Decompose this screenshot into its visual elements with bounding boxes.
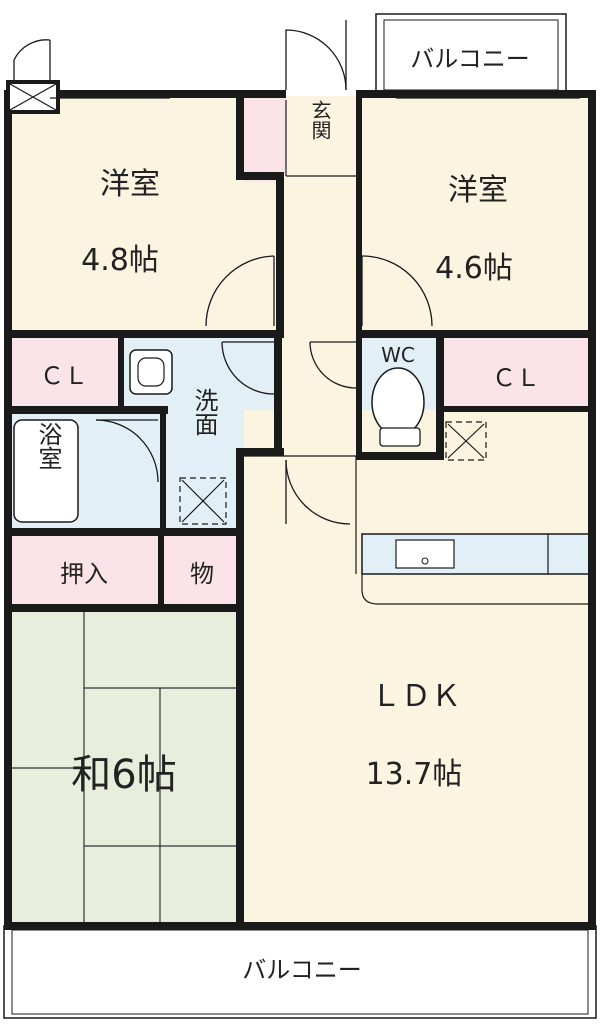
ldk-size: 13.7帖 (366, 757, 463, 792)
washroom-label: 洗面 (190, 388, 218, 436)
balcony-bottom-label: バルコニー (242, 956, 362, 984)
western-room-right-name: 洋室 (448, 173, 508, 208)
kitchen-sink-icon (395, 539, 455, 569)
entrance-label: 玄関 (308, 100, 332, 140)
closet-left-label: ＣＬ (40, 362, 88, 390)
ldk-name: ＬＤＫ (371, 679, 461, 714)
door-swing-icon (13, 20, 433, 525)
kitchen-counter (361, 533, 593, 605)
japanese-room-label: 和6帖 (71, 752, 176, 798)
entrance-floor (286, 96, 356, 176)
western-room-left (8, 96, 276, 334)
toilet-label: WC (381, 343, 415, 367)
japanese-room (8, 610, 240, 924)
ventilation-fan-icon (179, 421, 487, 525)
window-icon (14, 97, 580, 925)
toilet-icon (371, 367, 425, 447)
closet-left (8, 338, 120, 408)
bathtub-icon (13, 419, 79, 523)
western-room-left-size: 4.8帖 (81, 243, 159, 278)
balcony-top-label: バルコニー (410, 45, 530, 73)
oshiire (8, 536, 162, 606)
bathroom-label: 浴室 (34, 422, 62, 470)
balcony-top: バルコニー (375, 13, 567, 93)
ldk (244, 410, 592, 924)
western-room-left-name: 洋室 (100, 167, 160, 202)
tatami-grid (8, 610, 240, 924)
partitions (244, 100, 357, 574)
washbasin-icon (129, 349, 173, 395)
oshiire-label: 押入 (60, 560, 108, 588)
western-room-right (362, 96, 592, 334)
storage (164, 536, 240, 606)
western-room-right-size: 4.6帖 (435, 251, 513, 286)
walls (4, 90, 596, 930)
storage-label: 物 (190, 560, 214, 588)
pipe-shaft (6, 80, 60, 114)
closet-right-label: ＣＬ (492, 364, 540, 392)
balcony-bottom: バルコニー (3, 925, 597, 1019)
hallway (276, 176, 360, 456)
closet-right (440, 338, 592, 408)
